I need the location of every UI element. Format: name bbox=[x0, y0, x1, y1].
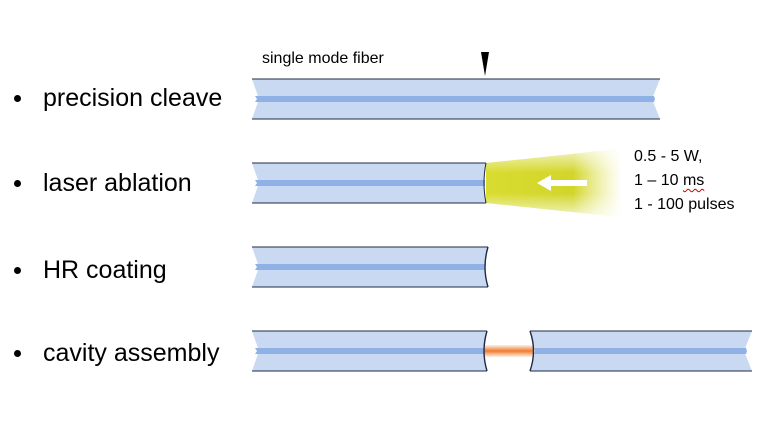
bullet-icon bbox=[14, 266, 21, 274]
laser-duration-value: 1 – 10 bbox=[634, 172, 683, 189]
bullet-icon bbox=[14, 349, 21, 357]
step-hr-coating: HR coating bbox=[14, 255, 167, 285]
laser-pulses: 1 - 100 pulses bbox=[634, 196, 735, 213]
fiber-core bbox=[255, 180, 485, 186]
fiber-full bbox=[252, 78, 660, 120]
fiber-right-mirror bbox=[529, 330, 752, 372]
laser-parameters: 0.5 - 5 W, 1 – 10 ms 1 - 100 pulses bbox=[634, 145, 735, 217]
bullet-icon bbox=[14, 179, 21, 187]
step-label: laser ablation bbox=[43, 168, 192, 197]
arrow-left-icon bbox=[537, 175, 587, 191]
fiber-cleaved bbox=[252, 162, 487, 204]
step-cavity-assembly: cavity assembly bbox=[14, 338, 219, 368]
step-label: precision cleave bbox=[43, 83, 223, 112]
fiber-core bbox=[534, 348, 747, 354]
step-label: cavity assembly bbox=[43, 338, 220, 367]
step-label: HR coating bbox=[43, 255, 167, 284]
fiber-core bbox=[255, 264, 486, 270]
triangle-down-icon bbox=[481, 52, 489, 76]
cavity-gap-light bbox=[483, 345, 534, 357]
laser-duration-unit: ms bbox=[682, 172, 705, 189]
laser-duration: 1 – 10 ms bbox=[634, 169, 735, 193]
bullet-icon bbox=[14, 94, 21, 102]
fiber-label: single mode fiber bbox=[262, 50, 384, 67]
fiber-core bbox=[255, 96, 655, 102]
step-laser-ablation: laser ablation bbox=[14, 168, 192, 198]
fiber-left-mirror bbox=[252, 330, 488, 372]
fiber-core bbox=[255, 348, 484, 354]
fiber-coated bbox=[252, 246, 489, 288]
laser-power: 0.5 - 5 W, bbox=[634, 148, 703, 165]
step-precision-cleave: precision cleave bbox=[14, 83, 222, 113]
